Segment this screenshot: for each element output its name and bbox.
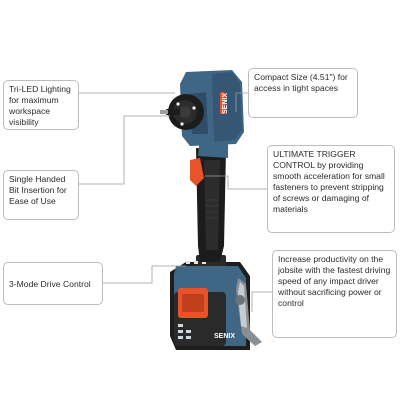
callout-drive-mode-text: 3-Mode Drive Control bbox=[9, 279, 91, 289]
callout-trigger-control: ULTIMATE TRIGGER CONTROL by providing sm… bbox=[267, 145, 395, 233]
callout-drive-mode: 3-Mode Drive Control bbox=[3, 262, 103, 305]
callout-tri-led-text: Tri-LED Lighting for maximum workspace v… bbox=[9, 84, 71, 127]
battery-gauge bbox=[178, 324, 191, 339]
led-light bbox=[176, 102, 180, 106]
callout-productivity-text: Increase productivity on the jobsite wit… bbox=[278, 254, 391, 308]
battery-pack: SENIX bbox=[170, 255, 250, 350]
callout-productivity: Increase productivity on the jobsite wit… bbox=[272, 250, 397, 338]
head-logo: SENIX bbox=[222, 93, 229, 114]
callout-trigger-control-text: ULTIMATE TRIGGER CONTROL by providing sm… bbox=[273, 149, 385, 214]
trigger bbox=[190, 158, 204, 186]
drive-mode-indicators bbox=[186, 261, 206, 264]
bit-chuck bbox=[166, 109, 180, 115]
callout-tri-led: Tri-LED Lighting for maximum workspace v… bbox=[3, 80, 79, 130]
callout-compact-size: Compact Size (4.51") for access in tight… bbox=[248, 68, 358, 118]
tool-head: SENIX bbox=[160, 70, 244, 146]
callout-single-hand-text: Single Handed Bit Insertion for Ease of … bbox=[9, 174, 67, 206]
callout-single-hand: Single Handed Bit Insertion for Ease of … bbox=[3, 170, 79, 220]
belt-clip bbox=[235, 278, 262, 346]
battery-logo: SENIX bbox=[214, 333, 235, 340]
callout-compact-size-text: Compact Size (4.51") for access in tight… bbox=[254, 72, 348, 93]
